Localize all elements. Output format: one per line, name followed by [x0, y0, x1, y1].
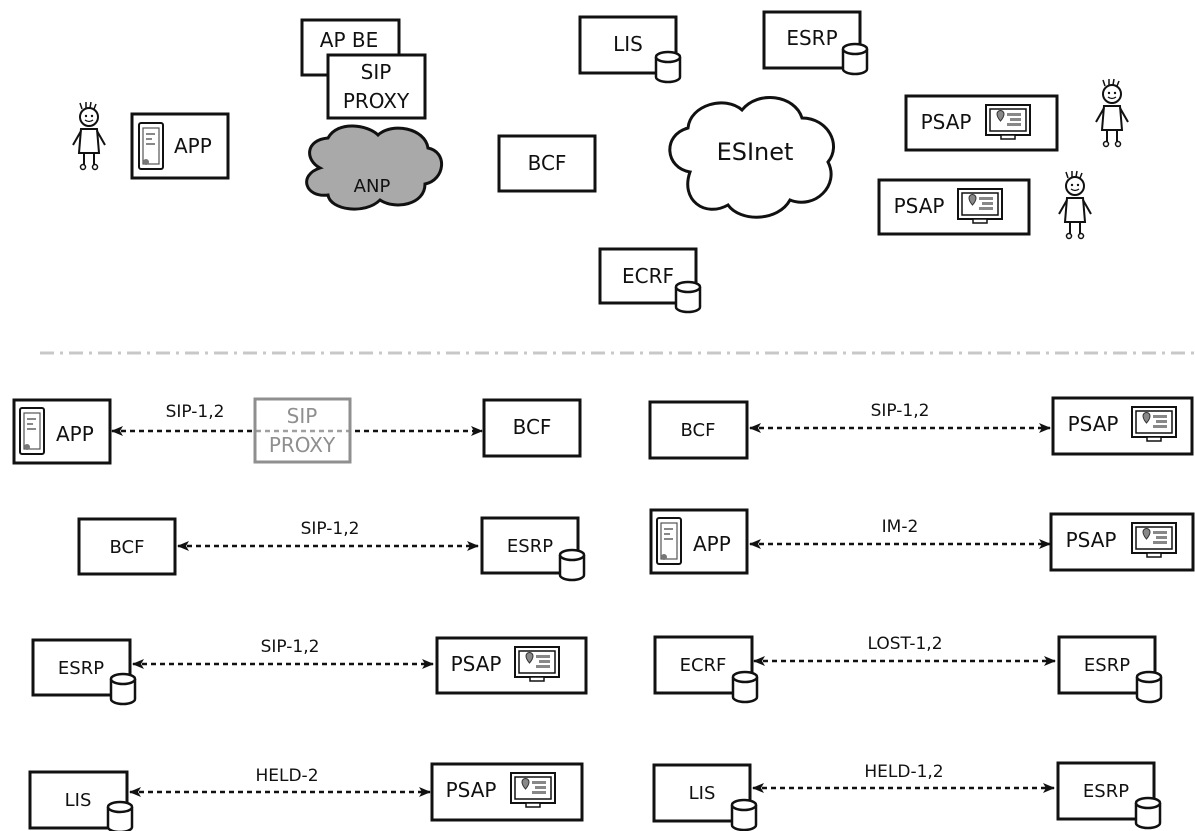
flow-protocol-label: LOST-1,2 [867, 634, 942, 654]
flow-app-bcf: APP SIP-1,2 SIP PROXY BCF [12, 397, 582, 465]
flow-right-label: PSAP [446, 778, 497, 802]
database-icon [1135, 670, 1163, 704]
flow-protocol-label: HELD-2 [255, 766, 318, 786]
flow-protocol-label: HELD-1,2 [864, 762, 943, 782]
database-icon [109, 672, 137, 706]
call-taker-person-icon [1058, 170, 1092, 240]
flow-lis-psap: LIS HELD-2 PSAP [28, 762, 584, 831]
esrp-label: ESRP [786, 26, 837, 50]
flow-right-label: PSAP [1068, 412, 1119, 436]
bcf-label: BCF [528, 151, 567, 175]
overview-bcf-node: BCF [497, 134, 597, 193]
overview-ecrf-node: ECRF [598, 247, 702, 314]
call-taker-monitor-icon [510, 772, 556, 808]
call-taker-monitor-icon [985, 104, 1031, 140]
flow-right-label: PSAP [451, 652, 502, 676]
database-icon [841, 42, 869, 76]
smartphone-icon [138, 122, 164, 170]
flow-left-label: LIS [689, 783, 716, 804]
sip-proxy-line2-label: PROXY [343, 89, 410, 113]
smartphone-icon [656, 517, 682, 565]
database-icon [731, 670, 759, 704]
database-icon [558, 548, 586, 582]
psap-label: PSAP [921, 110, 972, 134]
flow-ecrf-esrp: ECRF LOST-1,2 ESRP [653, 634, 1163, 704]
flow-lis-esrp: LIS HELD-1,2 ESRP [652, 761, 1162, 831]
flow-left-label: APP [693, 532, 731, 556]
overview-lis-node: LIS [578, 15, 682, 84]
flow-protocol-label: SIP-1,2 [166, 402, 225, 422]
flow-protocol-label: SIP-1,2 [301, 519, 360, 539]
anp-label: ANP [354, 176, 391, 197]
ap-be-label: AP BE [320, 28, 378, 52]
flow-right-label: PSAP [1066, 528, 1117, 552]
overview-esinet-cloud: ESInet [668, 96, 835, 219]
overview-section: APP AP BE SIP PROXY ANP LIS ESRP [72, 10, 1129, 314]
flow-left-label: ECRF [680, 655, 727, 676]
database-icon [106, 800, 134, 831]
app-label: APP [174, 134, 212, 158]
flow-bcf-psap: BCF SIP-1,2 PSAP [648, 396, 1194, 460]
flow-right-label: ESRP [1083, 781, 1129, 802]
flow-protocol-label: IM-2 [882, 517, 919, 537]
flow-left-label: LIS [65, 790, 92, 811]
flow-protocol-label: SIP-1,2 [871, 401, 930, 421]
overview-psap-node-1: PSAP [904, 94, 1059, 152]
via-line1-label: SIP [287, 404, 318, 428]
database-icon [654, 50, 682, 84]
flow-bcf-esrp: BCF SIP-1,2 ESRP [77, 516, 586, 582]
ecrf-label: ECRF [622, 264, 674, 288]
overview-psap-node-2: PSAP [877, 178, 1031, 236]
call-taker-monitor-icon [1131, 522, 1177, 558]
overview-esrp-node: ESRP [762, 10, 869, 76]
flow-left-label: APP [56, 422, 94, 446]
database-icon [1134, 796, 1162, 830]
overview-anp-cloud: ANP [305, 124, 444, 211]
call-taker-monitor-icon [514, 646, 560, 682]
psap-label: PSAP [894, 194, 945, 218]
flow-right-label: ESRP [1084, 655, 1130, 676]
lis-label: LIS [613, 32, 643, 56]
esinet-label: ESInet [717, 138, 794, 166]
flow-app-psap: APP IM-2 PSAP [649, 508, 1195, 575]
flow-esrp-psap: ESRP SIP-1,2 PSAP [31, 636, 588, 706]
sip-proxy-line1-label: SIP [361, 60, 392, 84]
flow-left-label: ESRP [58, 658, 104, 679]
caller-person-icon [72, 101, 106, 171]
flow-right-label: ESRP [507, 536, 553, 557]
flows-section: APP SIP-1,2 SIP PROXY BCF BCF SIP-1,2 PS… [12, 396, 1195, 831]
flow-left-label: BCF [110, 537, 145, 558]
via-line2-label: PROXY [269, 433, 336, 457]
overview-app-node: APP [130, 112, 230, 180]
sip-proxy-passthrough-box [253, 397, 352, 464]
overview-sip-proxy-node: SIP PROXY [326, 53, 427, 120]
call-taker-monitor-icon [1131, 406, 1177, 442]
call-taker-person-icon [1095, 78, 1129, 148]
flow-protocol-label: SIP-1,2 [261, 637, 320, 657]
smartphone-icon [19, 407, 45, 455]
flow-left-label: BCF [681, 420, 716, 441]
call-taker-monitor-icon [957, 188, 1003, 224]
database-icon [730, 798, 758, 831]
flow-right-label: BCF [513, 415, 552, 439]
database-icon [674, 280, 702, 314]
